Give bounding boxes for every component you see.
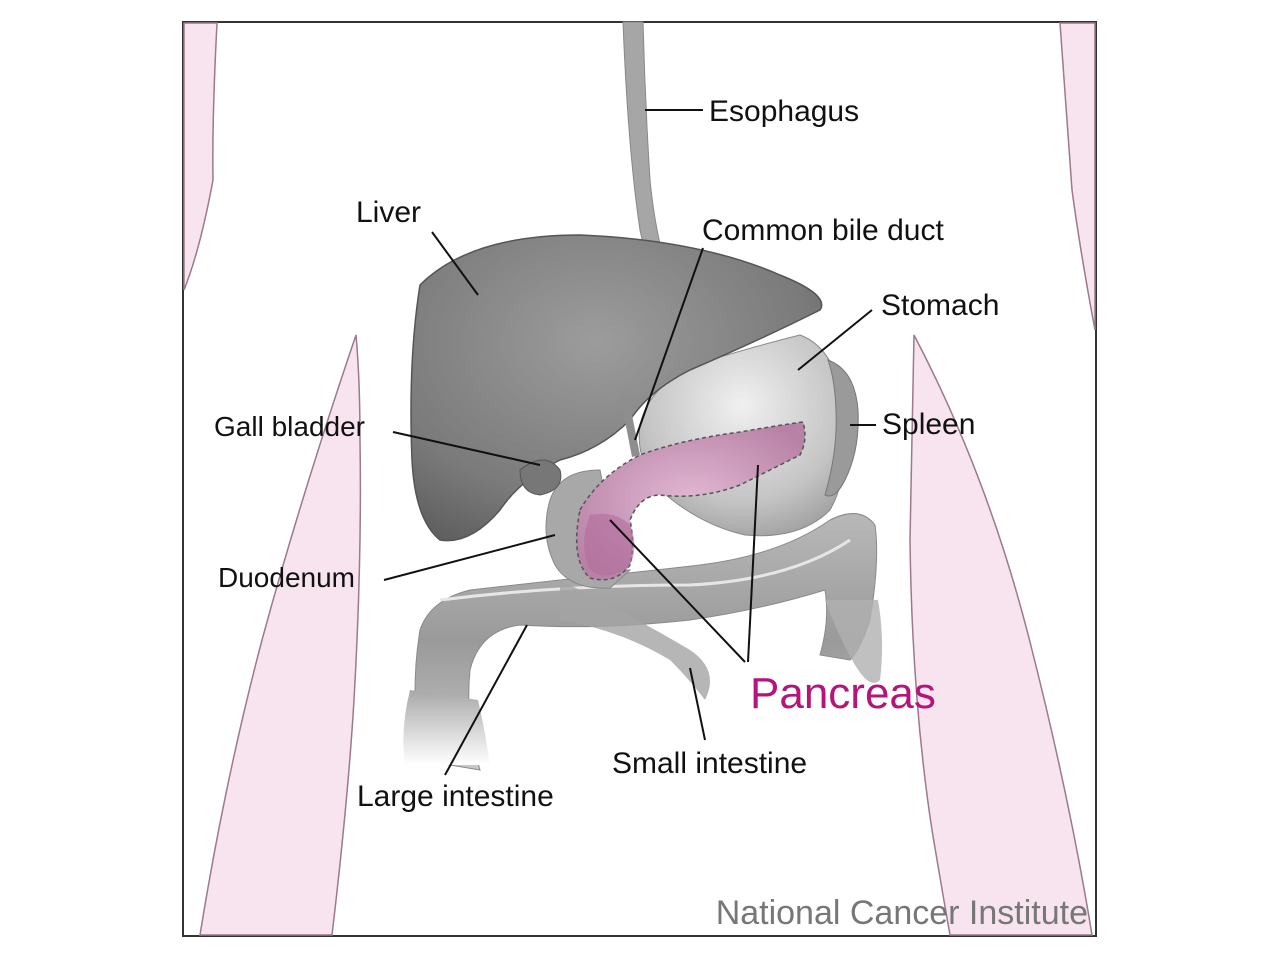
liver-illustration <box>410 234 823 542</box>
gall-bladder-illustration <box>519 459 562 496</box>
credit-text: National Cancer Institute <box>716 894 1088 932</box>
label-common-bile-duct: Common bile duct <box>702 214 944 247</box>
leader-small-intestine <box>689 667 706 741</box>
body-outline-right-lower <box>909 334 1093 936</box>
leader-gall-bladder <box>392 431 541 466</box>
common-bile-duct-illustration <box>620 395 640 457</box>
leader-common-bile-duct <box>634 247 704 441</box>
label-duodenum: Duodenum <box>218 562 355 593</box>
label-stomach: Stomach <box>881 289 999 322</box>
leader-lines <box>383 109 876 776</box>
label-gall-bladder: Gall bladder <box>214 411 365 442</box>
label-large-intestine: Large intestine <box>357 780 554 813</box>
leader-duodenum <box>383 534 556 581</box>
label-small-intestine: Small intestine <box>612 747 807 780</box>
leader-liver <box>431 231 479 296</box>
body-outline <box>183 22 1096 936</box>
pancreas-illustration <box>575 421 806 581</box>
label-pancreas: Pancreas <box>750 669 936 718</box>
body-outline-left-upper <box>183 22 218 291</box>
body-outline-right-upper <box>1059 22 1096 331</box>
leader-large-intestine <box>444 624 528 776</box>
small-intestine-illustration <box>560 580 710 700</box>
label-liver: Liver <box>356 196 421 229</box>
spleen-illustration <box>824 359 859 497</box>
leader-pancreas-body <box>747 464 759 663</box>
body-outline-left-lower <box>199 334 362 936</box>
leader-pancreas-head <box>609 519 746 663</box>
leader-stomach <box>797 309 873 371</box>
large-intestine-illustration <box>403 513 883 771</box>
label-spleen: Spleen <box>882 408 975 441</box>
label-esophagus: Esophagus <box>709 95 859 128</box>
